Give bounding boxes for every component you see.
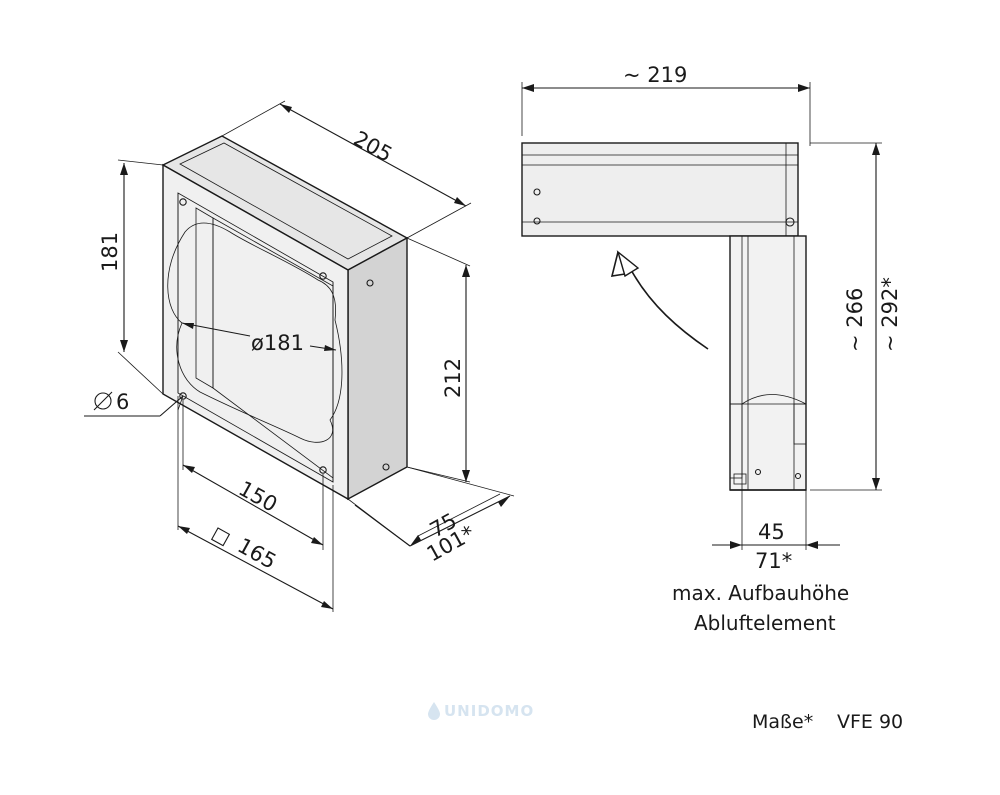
- side-view: ~ 219 ~ 266 ~ 292* 45 71* max. Aufbauhöh…: [521, 63, 902, 635]
- side-housing: [521, 142, 799, 237]
- dim-hole-label: 6: [116, 390, 129, 414]
- side-screw-2: [533, 217, 541, 225]
- dim-266: ~ 266 ~ 292*: [810, 142, 902, 491]
- note-line-2: Abluftelement: [694, 611, 836, 635]
- watermark: UNIDOMO: [428, 702, 534, 720]
- note-line-1: max. Aufbauhöhe: [672, 581, 849, 605]
- footer: Maße* VFE 90: [752, 711, 903, 733]
- dim-292-label: ~ 292*: [878, 277, 902, 352]
- screw-side-top: [366, 279, 374, 287]
- dim-212-label: 212: [441, 358, 465, 398]
- housing-side-face: [347, 236, 408, 501]
- screw-top-left: [179, 198, 187, 206]
- isometric-view: 205 181 212 ø181: [84, 100, 515, 612]
- screw-bottom-left: [179, 392, 187, 400]
- drop-icon: [428, 702, 440, 720]
- dim-diameter: ø181: [181, 322, 337, 355]
- screw-bottom-right: [319, 466, 327, 474]
- side-screw-1: [533, 188, 541, 196]
- side-pipe: [729, 235, 807, 491]
- dim-150-label: 150: [235, 476, 282, 516]
- dim-45-label: 45: [758, 520, 785, 544]
- rotation-arrow: [610, 250, 709, 350]
- dim-205-label: 205: [350, 126, 397, 166]
- footer-model: VFE 90: [837, 711, 903, 733]
- footer-label: Maße*: [752, 711, 813, 733]
- screw-top-right: [319, 272, 327, 280]
- pipe-clamp: [729, 403, 743, 479]
- dim-266-label: ~ 266: [843, 288, 867, 352]
- dim-181: 181: [98, 159, 164, 395]
- watermark-text: UNIDOMO: [444, 702, 534, 720]
- dim-219-label: ~ 219: [623, 63, 687, 87]
- housing-top-opening: [179, 142, 393, 260]
- dim-hole: 6: [84, 390, 184, 417]
- dim-45: 45 71*: [712, 490, 840, 573]
- screw-side-bottom: [382, 463, 390, 471]
- dim-181-label: 181: [98, 232, 122, 272]
- side-screw-3: [785, 217, 795, 227]
- dim-212: 212: [406, 237, 471, 483]
- dim-diameter-label: ø181: [251, 331, 304, 355]
- dim-71-label: 71*: [755, 549, 792, 573]
- dim-219: ~ 219: [521, 63, 811, 146]
